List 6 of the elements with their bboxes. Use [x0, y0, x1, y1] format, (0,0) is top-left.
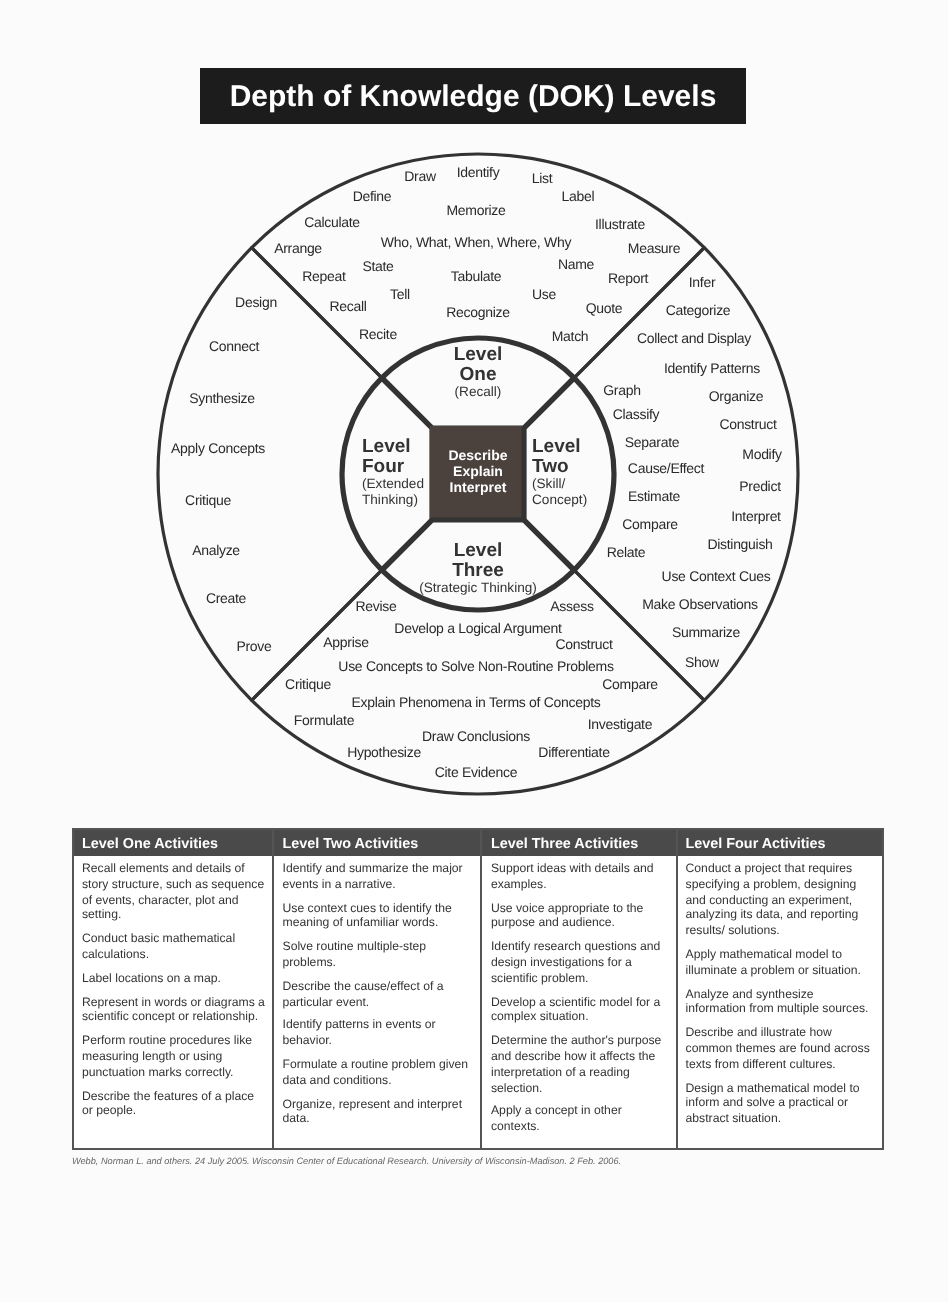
level-title: Level Four — [362, 437, 411, 478]
level-title: Level Two — [532, 437, 581, 478]
center-box — [430, 426, 526, 522]
level-title: Level Three — [452, 542, 504, 583]
title-banner: Depth of Knowledge (DOK) Levels — [200, 68, 746, 124]
level-title: Level One — [453, 346, 503, 387]
